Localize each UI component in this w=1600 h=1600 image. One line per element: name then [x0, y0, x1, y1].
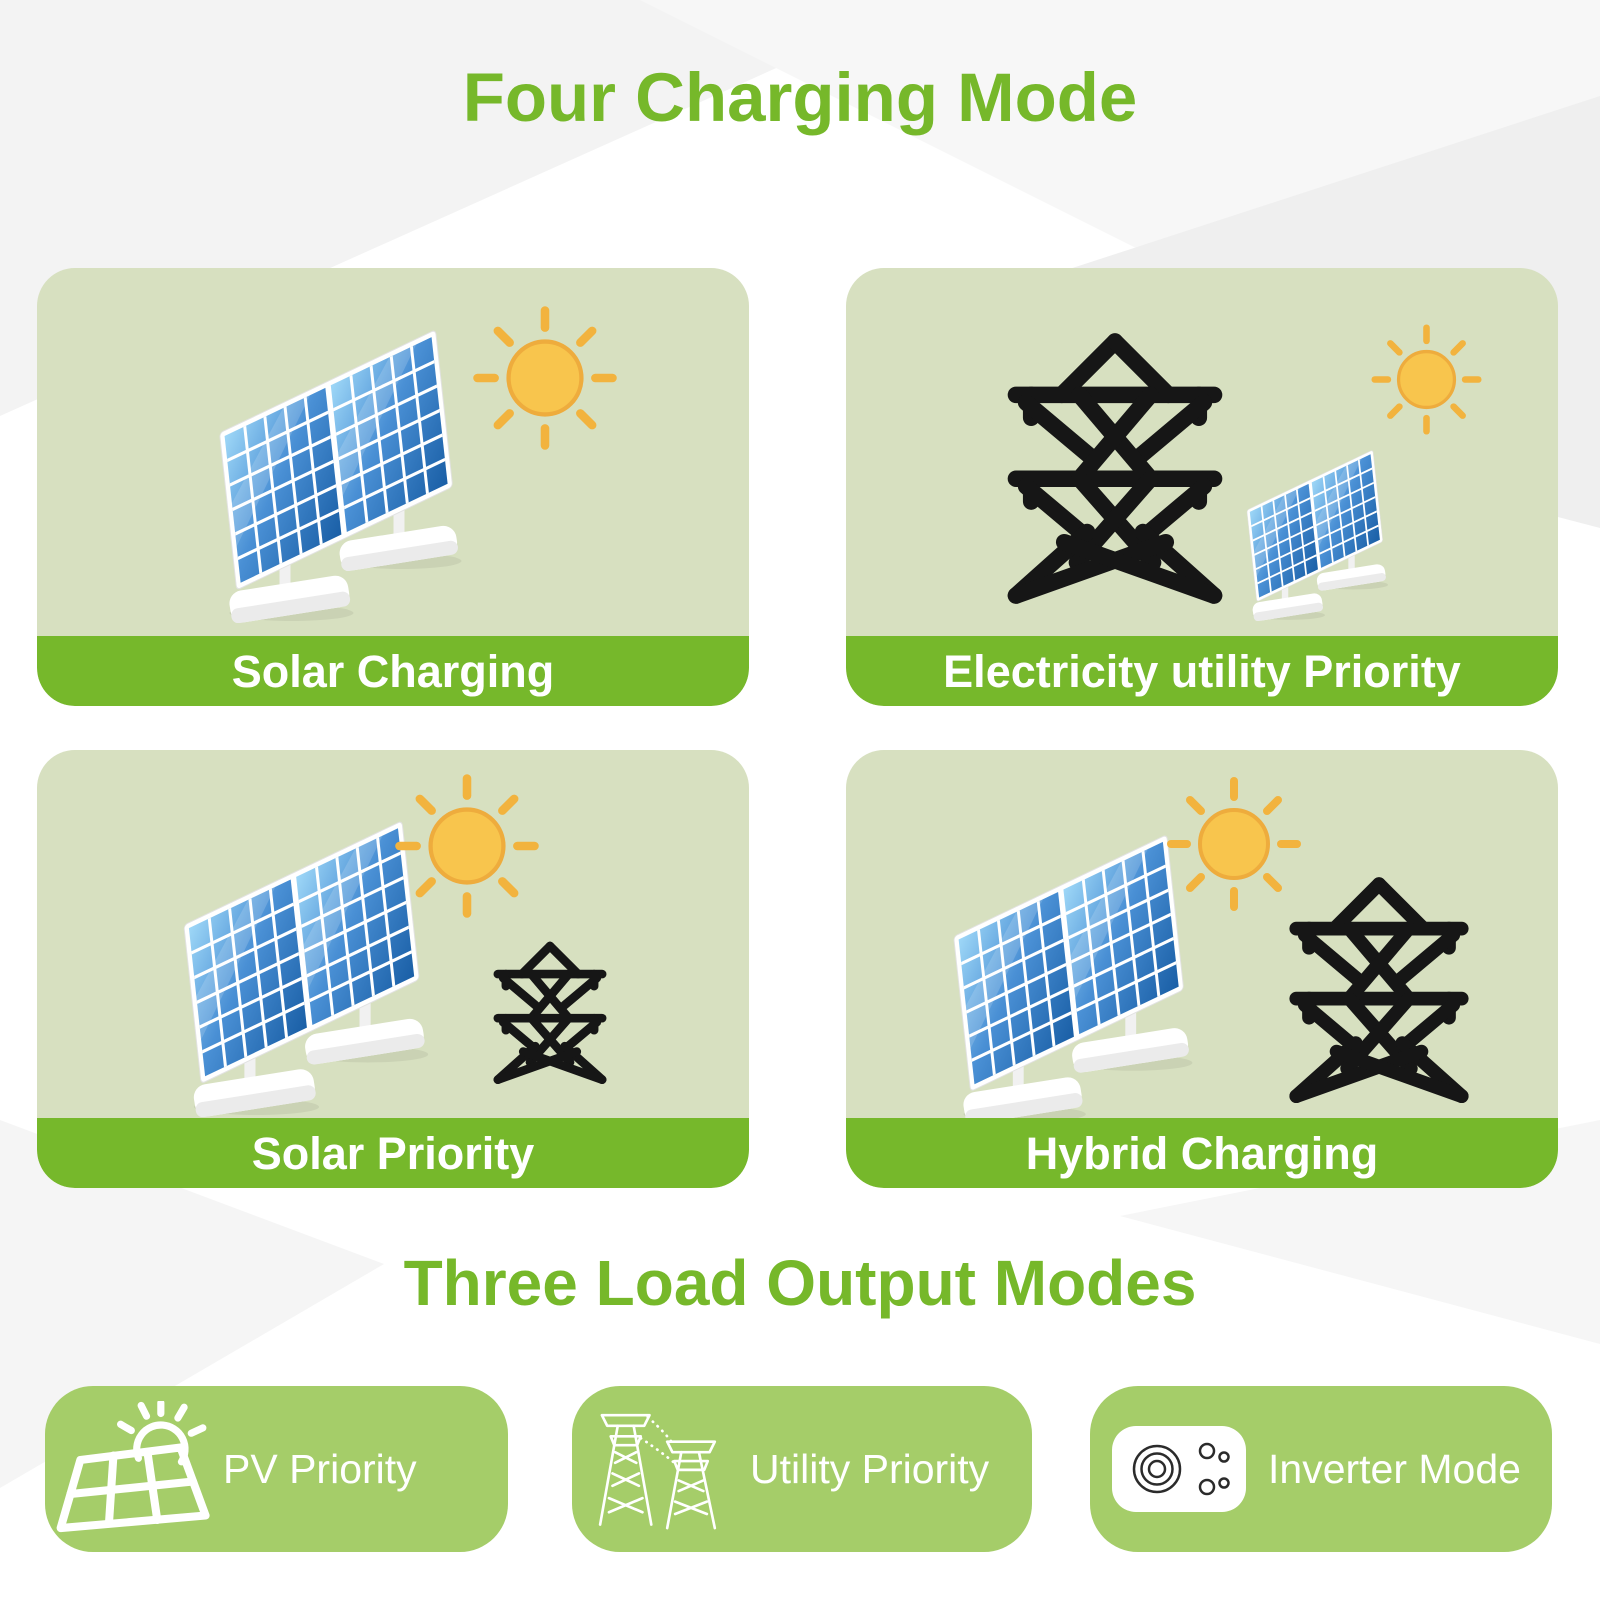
pill-label: Inverter Mode: [1268, 1445, 1521, 1492]
sun-icon: [1369, 322, 1484, 437]
pill-label: Utility Priority: [750, 1445, 990, 1492]
pill-utility-priority: Utility Priority: [572, 1386, 1032, 1552]
solar-panel-icon: [1242, 446, 1394, 621]
pill-pv-priority: PV Priority: [45, 1386, 508, 1552]
card-label: Electricity utility Priority: [943, 645, 1461, 697]
card-electricity-utility-priority: Electricity utility Priority: [846, 268, 1558, 706]
sun-icon: [470, 303, 620, 453]
card-label-band: Hybrid Charging: [846, 1118, 1558, 1188]
card-hybrid-charging: Hybrid Charging: [846, 750, 1558, 1188]
card-label: Solar Priority: [251, 1127, 535, 1179]
output-section-title: Three Load Output Modes: [403, 1247, 1197, 1319]
inverter-device-icon: [1090, 1426, 1268, 1512]
sun-icon: [392, 771, 542, 921]
pv-panel-line-icon: [45, 1401, 223, 1537]
card-label-band: Solar Priority: [37, 1118, 749, 1188]
solar-panel-icon: [209, 323, 474, 623]
card-label-band: Electricity utility Priority: [846, 636, 1558, 706]
charging-section-title: Four Charging Mode: [462, 59, 1138, 136]
utility-towers-line-icon: [572, 1399, 750, 1539]
power-tower-icon: [1273, 871, 1485, 1105]
pill-label: PV Priority: [223, 1445, 417, 1492]
power-tower-icon: [483, 938, 617, 1085]
card-label-band: Solar Charging: [37, 636, 749, 706]
card-solar-priority: Solar Priority: [37, 750, 749, 1188]
pill-inverter-mode: Inverter Mode: [1090, 1386, 1552, 1552]
card-solar-charging: Solar Charging: [37, 268, 749, 706]
power-tower-icon: [988, 326, 1242, 606]
card-label: Solar Charging: [231, 645, 555, 697]
card-label: Hybrid Charging: [1025, 1127, 1379, 1179]
inverter-device-body: [1112, 1426, 1246, 1512]
